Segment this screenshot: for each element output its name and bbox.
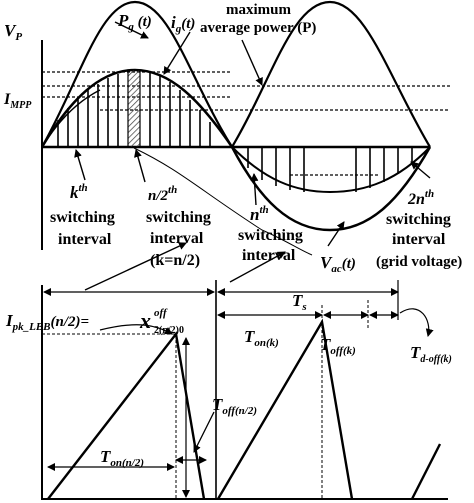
toff-n2-label: Toff(n/2) (212, 395, 257, 417)
nth-label: nth (250, 204, 269, 224)
td-off-pointer (399, 308, 434, 337)
triangle-current-next (410, 443, 442, 500)
vp-label: VP (4, 21, 22, 43)
n2th-interval: interval (150, 230, 204, 247)
ig-label: ig(t) (171, 13, 195, 35)
td-off-label: Td-off(k) (410, 343, 452, 365)
pg-label: Pg (t) (117, 11, 152, 33)
top-to-bottom-arrow (84, 242, 187, 291)
grid-voltage-label: (grid voltage) (376, 254, 462, 270)
grid-voltage-negative (230, 146, 432, 232)
toff-k-label: Toff(k) (320, 335, 356, 357)
top-labels: VP IMPP maximum average power (P) Pg (t)… (3, 2, 462, 275)
2nth-switching: switching (386, 211, 451, 228)
toff-n2-pointer (193, 411, 215, 453)
kth-interval: interval (58, 231, 112, 248)
2nth-label: 2nth (407, 188, 434, 208)
x-label: x (139, 308, 151, 333)
ton-k-label: Ton(k) (244, 327, 279, 349)
bottom-labels: Ipk_LBB(n/2)= x off 2(n/2)0 Ts Ton(k) To… (5, 291, 452, 469)
ton-n2-label: Ton(n/2) (100, 447, 144, 469)
max-power-label-2: average power (P) (200, 20, 316, 36)
k-eq-label: (k=n/2) (150, 252, 200, 269)
nth-interval: interval (242, 247, 296, 264)
n2th-switching: switching (146, 209, 211, 226)
2nth-interval: interval (392, 231, 446, 248)
x-sub-label: 2(n/2)0 (154, 325, 184, 336)
ts-label: Ts (292, 291, 307, 313)
ipk-pointer (99, 324, 173, 335)
x-sup-label: off (154, 307, 168, 319)
switching-lines-positive (57, 72, 211, 147)
vac-arrow (327, 221, 345, 247)
nth-switching: switching (238, 227, 303, 244)
triangle-current-n2 (47, 331, 206, 500)
n2th-arrow (134, 149, 146, 183)
n2th-label: n/2th (148, 184, 177, 204)
triangle-current-k (216, 318, 354, 500)
2nth-arrow (410, 161, 431, 179)
nth-arrow (250, 173, 259, 206)
top-waveform-panel (40, 0, 450, 291)
ig-arrow (163, 31, 191, 75)
grid-voltage-positive-outline (41, 89, 101, 148)
bottom-waveform-panel (41, 280, 448, 500)
max-power-label-1: maximum (226, 2, 292, 18)
ipk-label: Ipk_LBB(n/2)= (5, 311, 89, 333)
switching-lines-negative (247, 147, 413, 192)
max-power-arrow (241, 39, 263, 86)
hatched-interval-n2 (127, 69, 141, 148)
kth-switching: switching (50, 209, 115, 226)
impp-label: IMPP (3, 91, 32, 111)
ts-link-arrow (229, 251, 286, 283)
vac-label: Vac(t) (320, 253, 356, 275)
kth-label: kth (70, 182, 88, 202)
kth-arrow (74, 149, 86, 181)
pg-arrow (114, 21, 149, 39)
connector-curve (133, 147, 313, 256)
